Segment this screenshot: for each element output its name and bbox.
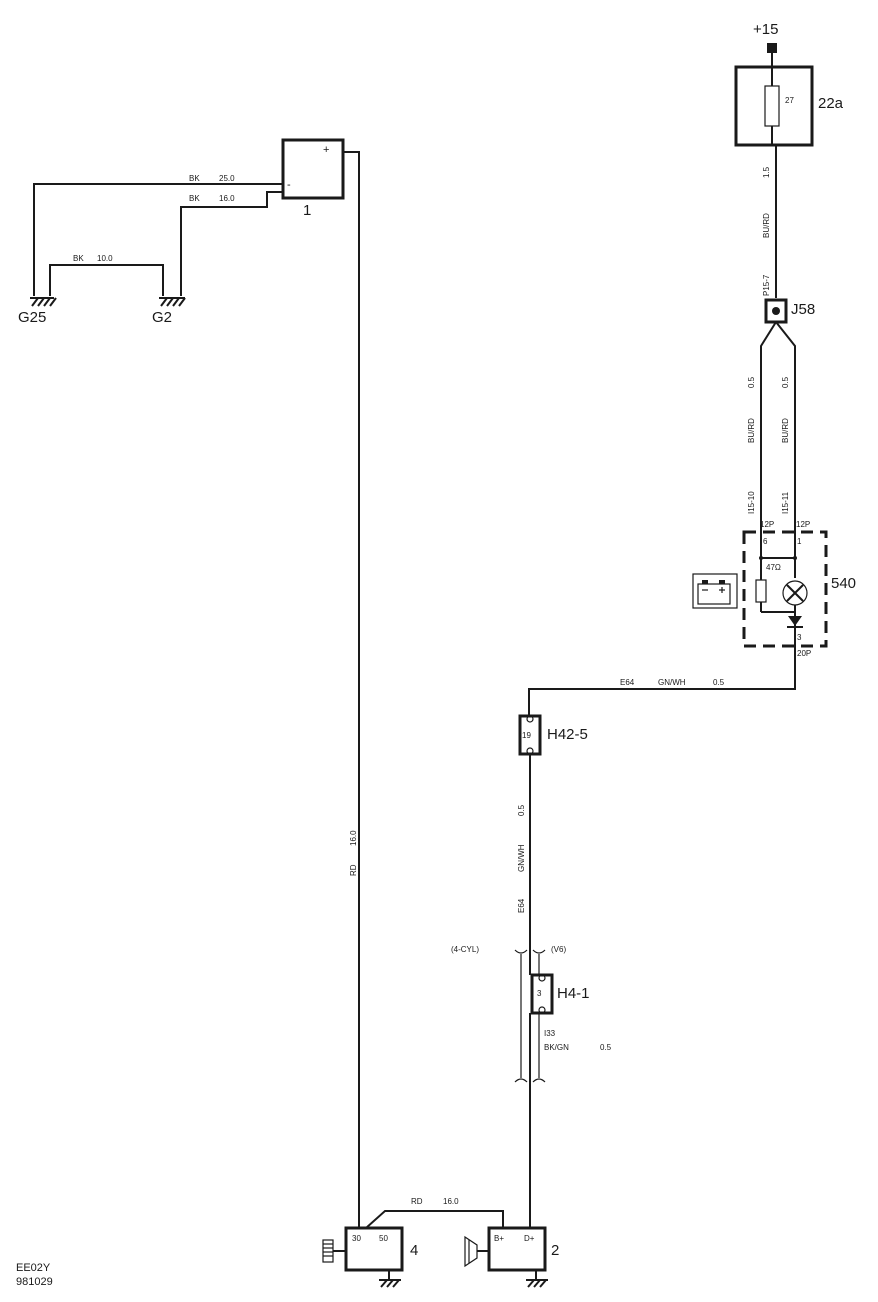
wire-j58-right-conn: I15-11 xyxy=(781,491,790,514)
cluster-label: 540 xyxy=(831,575,856,592)
wire-g25-g2-size: 10.0 xyxy=(97,254,113,263)
cluster-pin-left: 6 xyxy=(763,537,768,546)
fuse-label: 22a xyxy=(818,95,844,112)
wire-bat-g2-size: 16.0 xyxy=(219,194,235,203)
wire-bat-starter-color: RD xyxy=(349,864,358,876)
wire-j58-left xyxy=(760,321,777,532)
cluster-right-conn: 12P xyxy=(796,520,810,529)
wire-bat-g2-color: BK xyxy=(189,194,200,203)
cluster-pin-right: 1 xyxy=(797,537,802,546)
footer-date: 981029 xyxy=(16,1276,53,1288)
alternator-ground-icon xyxy=(526,1270,548,1288)
wire-j58-right-size: 0.5 xyxy=(781,376,790,388)
alternator-pin1: B+ xyxy=(494,1234,504,1243)
wire-fuse-j58-color: BU/RD xyxy=(762,213,771,238)
alternator-pulley-icon xyxy=(464,1235,489,1268)
ground-g25-icon xyxy=(30,297,57,307)
starter-label: 4 xyxy=(410,1242,418,1259)
wire-starter-alt-color: RD xyxy=(411,1197,423,1206)
wire-g25-g2-color: BK xyxy=(73,254,84,263)
battery-plus-label: + xyxy=(323,144,329,156)
starter-pin2: 50 xyxy=(379,1234,388,1243)
battery[interactable]: + - xyxy=(281,138,345,200)
wire-j58-left-size: 0.5 xyxy=(747,376,756,388)
variant-right-label: (V6) xyxy=(551,945,566,954)
variant-left-label: (4-CYL) xyxy=(451,945,479,954)
power-terminal-icon xyxy=(767,43,777,53)
wire-bat-g25-size: 25.0 xyxy=(219,174,235,183)
footer-code: EE02Y xyxy=(16,1262,51,1274)
wire-j58-left-conn: I15-10 xyxy=(747,491,756,514)
battery-warning-icon xyxy=(692,573,738,609)
starter-ground-icon xyxy=(379,1270,401,1288)
wire-bat-starter-size: 16.0 xyxy=(349,830,358,846)
fuse-number: 27 xyxy=(785,96,794,105)
connector-h4-label: H4-1 xyxy=(557,985,590,1002)
cluster-540[interactable] xyxy=(742,530,828,648)
wire-h42-h4-color: GN/WH xyxy=(517,844,526,872)
cluster-pin-bottom-conn: 20P xyxy=(797,649,811,658)
starter-pin1: 30 xyxy=(352,1234,361,1243)
connector-h42-label: H42-5 xyxy=(547,726,588,743)
wire-h4-alt-color: BK/GN xyxy=(544,1043,569,1052)
splice-j58[interactable] xyxy=(764,298,788,324)
cluster-pin-bottom: 3 xyxy=(797,633,802,642)
alternator-pin2: D+ xyxy=(524,1234,535,1243)
fuse-box[interactable] xyxy=(734,65,814,147)
wire-fuse-j58-size: 1.5 xyxy=(762,166,771,178)
power-label: +15 xyxy=(753,21,778,38)
connector-h42-pin: 19 xyxy=(522,731,531,740)
wire-cluster-h42-id: E64 xyxy=(620,678,635,687)
wire-h4-alt-size: 0.5 xyxy=(600,1043,612,1052)
connector-h4-pin: 3 xyxy=(537,989,542,998)
wire-j58-right xyxy=(775,321,796,532)
wire-j58-left-color: BU/RD xyxy=(747,418,756,443)
connector-h4-1[interactable] xyxy=(530,973,554,1015)
wire-cluster-h42-size: 0.5 xyxy=(713,678,725,687)
wire-battery-starter xyxy=(343,151,360,1228)
wire-j58-right-color: BU/RD xyxy=(781,418,790,443)
wire-starter-alternator xyxy=(365,1210,504,1229)
wire-starter-alt-size: 16.0 xyxy=(443,1197,459,1206)
battery-label: 1 xyxy=(303,202,311,219)
starter-gear-icon xyxy=(322,1239,346,1263)
starter[interactable] xyxy=(344,1226,404,1272)
wire-fuse-j58-conn: P15-7 xyxy=(762,274,771,296)
ground-g2-label: G2 xyxy=(152,309,172,326)
cluster-resistor-value: 47Ω xyxy=(766,563,781,572)
wire-cluster-h42 xyxy=(528,648,796,716)
wire-cluster-h42-color: GN/WH xyxy=(658,678,686,687)
battery-minus-label: - xyxy=(287,179,291,191)
wire-h42-h4-id: E64 xyxy=(517,898,526,913)
alternator-label: 2 xyxy=(551,1242,559,1259)
cluster-left-conn: 12P xyxy=(760,520,774,529)
wire-bat-g25-color: BK xyxy=(189,174,200,183)
splice-label: J58 xyxy=(791,301,815,318)
wire-h4-alt-id: I33 xyxy=(544,1029,556,1038)
wire-h42-h4-size: 0.5 xyxy=(517,804,526,816)
alternator[interactable] xyxy=(487,1226,547,1272)
battery-ground-wires xyxy=(33,183,283,296)
ground-g25-label: G25 xyxy=(18,309,46,326)
ground-g2-icon xyxy=(159,297,186,307)
